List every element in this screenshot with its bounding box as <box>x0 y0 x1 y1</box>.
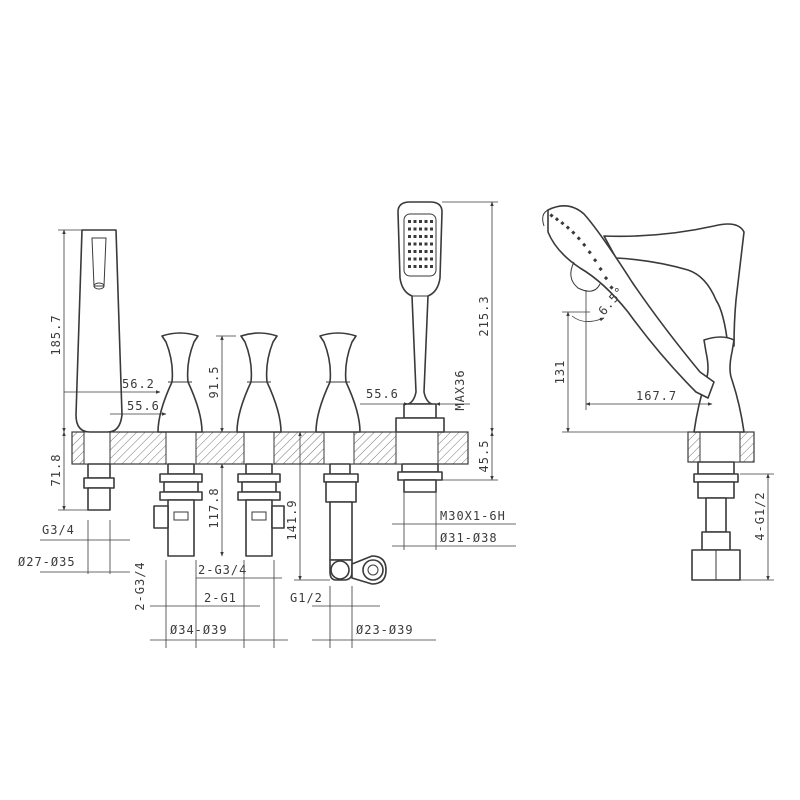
dim-shank-spout: 71.8 <box>49 454 63 487</box>
nozzle-dot <box>430 235 433 238</box>
nozzle-dot <box>413 235 417 238</box>
dim-side-height: 131 <box>553 360 567 385</box>
side-nozzle-dot <box>560 221 565 226</box>
nozzle-dot <box>419 227 422 231</box>
callout-side-thread: 4-G1/2 <box>753 491 767 540</box>
nozzle-dot <box>419 257 422 261</box>
hand-shower <box>395 201 445 493</box>
side-nozzle-dot <box>593 258 598 263</box>
valve-left <box>153 332 203 557</box>
nozzle-dot <box>424 220 428 223</box>
callout-valve-thread-left: 2-G3/4 <box>133 561 147 610</box>
dim-shower-offset: 55.6 <box>366 387 399 401</box>
dimension-lines <box>40 201 774 648</box>
nozzle-dot <box>408 265 411 268</box>
side-nozzle-dot <box>549 213 554 218</box>
nozzle-dot <box>430 242 433 246</box>
side-view <box>542 205 755 581</box>
side-nozzle-dot <box>565 225 570 230</box>
callout-valve-inlet: 2-G1 <box>204 591 237 605</box>
nozzle-dot <box>424 257 428 261</box>
nozzle-dot <box>408 235 411 238</box>
callout-diverter-diameter: Ø23-Ø39 <box>356 623 414 637</box>
callout-valve-thread-right: 2-G3/4 <box>198 563 247 577</box>
nozzle-dot <box>424 235 428 238</box>
spout <box>75 229 123 511</box>
dim-side-reach: 167.7 <box>636 389 677 403</box>
dim-shank-diverter: 141.9 <box>285 499 299 540</box>
diverter <box>315 332 387 585</box>
nozzle-dot <box>413 265 417 268</box>
side-nozzle-dot <box>571 230 576 235</box>
nozzle-dot <box>430 257 433 261</box>
valve-middle <box>236 332 285 557</box>
dim-spout-offset: 55.6 <box>127 399 160 413</box>
dim-shower-shank: 45.5 <box>477 440 491 473</box>
side-nozzle-dot <box>576 236 581 241</box>
side-nozzle-dot <box>554 217 560 222</box>
nozzle-dot <box>408 257 411 261</box>
nozzle-dot <box>413 257 417 261</box>
nozzle-dot <box>408 250 411 253</box>
nozzle-dot <box>424 242 428 246</box>
callout-spout-diameter: Ø27-Ø35 <box>18 555 76 569</box>
nozzle-dot <box>419 250 422 253</box>
side-nozzle-dot <box>603 276 609 281</box>
nozzle-dot <box>408 220 411 223</box>
nozzle-dot <box>408 227 411 231</box>
dim-shower-height: 215.3 <box>477 295 491 336</box>
side-nozzle-dot <box>609 285 614 290</box>
nozzle-dot <box>430 265 433 268</box>
callout-valve-diameter: Ø34-Ø39 <box>170 623 228 637</box>
side-nozzle-dot <box>587 250 592 255</box>
nozzle-dot <box>413 227 417 231</box>
nozzle-dot <box>424 227 428 231</box>
side-nozzle-dot <box>582 242 587 247</box>
dim-shower-max: MAX36 <box>453 369 467 410</box>
dim-shank-valve: 117.8 <box>207 487 221 528</box>
nozzle-dot <box>430 250 433 253</box>
nozzle-dot <box>413 220 417 223</box>
side-nozzle-dot <box>598 266 603 272</box>
nozzle-dot <box>419 265 422 268</box>
callout-spout-thread: G3/4 <box>42 523 75 537</box>
callout-shower-diameter: Ø31-Ø38 <box>440 531 498 545</box>
callout-shower-thread: M30X1-6H <box>440 509 506 523</box>
dim-handle-height: 91.5 <box>207 366 221 399</box>
deck-section <box>71 431 469 465</box>
nozzle-dot <box>419 242 422 246</box>
nozzle-dot <box>419 235 422 238</box>
nozzle-dot <box>408 242 411 246</box>
nozzle-dot <box>424 250 428 253</box>
nozzle-dot <box>430 220 433 223</box>
side-nozzle-dots <box>549 213 614 290</box>
dim-spout-reach: 56.2 <box>122 377 155 391</box>
shower-nozzle-grid <box>408 220 433 268</box>
nozzle-dot <box>413 250 417 253</box>
callout-diverter-thread: G1/2 <box>290 591 323 605</box>
nozzle-dot <box>413 242 417 246</box>
nozzle-dot <box>430 227 433 231</box>
dim-spout-height: 185.7 <box>49 314 63 355</box>
nozzle-dot <box>419 220 422 223</box>
nozzle-dot <box>424 265 428 268</box>
